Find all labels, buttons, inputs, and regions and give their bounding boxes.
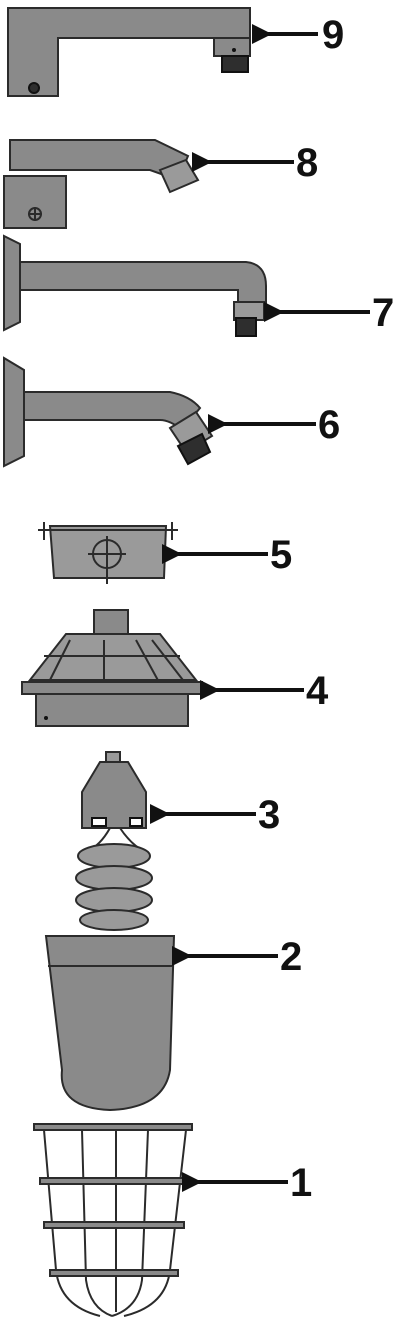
part-2-glass-globe <box>44 935 176 1112</box>
callout-4: 4 <box>200 669 329 713</box>
callout-1: 1 <box>182 1161 312 1205</box>
callout-label-5: 5 <box>270 533 292 577</box>
callout-8: 8 <box>192 141 318 185</box>
callout-label-1: 1 <box>290 1161 312 1205</box>
callout-3: 3 <box>150 793 280 837</box>
callout-label-9: 9 <box>322 13 344 57</box>
part-4-fixture-housing <box>21 609 203 727</box>
callout-7: 7 <box>264 291 394 335</box>
part-3-spiral-lamp <box>75 751 153 931</box>
part-8-box-mount-bracket <box>3 139 200 229</box>
callout-5: 5 <box>162 533 292 577</box>
part-1-wire-guard <box>33 1123 193 1317</box>
part-9-ceiling-bracket <box>7 7 251 97</box>
callout-label-4: 4 <box>306 669 329 713</box>
part-5-junction-box <box>38 522 178 584</box>
callout-label-8: 8 <box>296 141 318 185</box>
callout-label-7: 7 <box>372 291 394 335</box>
callout-label-2: 2 <box>280 935 302 979</box>
part-7-wall-bracket <box>3 234 267 337</box>
callout-label-6: 6 <box>318 403 340 447</box>
callout-6: 6 <box>208 403 340 447</box>
callout-2: 2 <box>172 935 302 979</box>
part-6-angled-wall-bracket <box>3 356 214 468</box>
callout-9: 9 <box>252 13 344 57</box>
callout-label-3: 3 <box>258 793 280 837</box>
